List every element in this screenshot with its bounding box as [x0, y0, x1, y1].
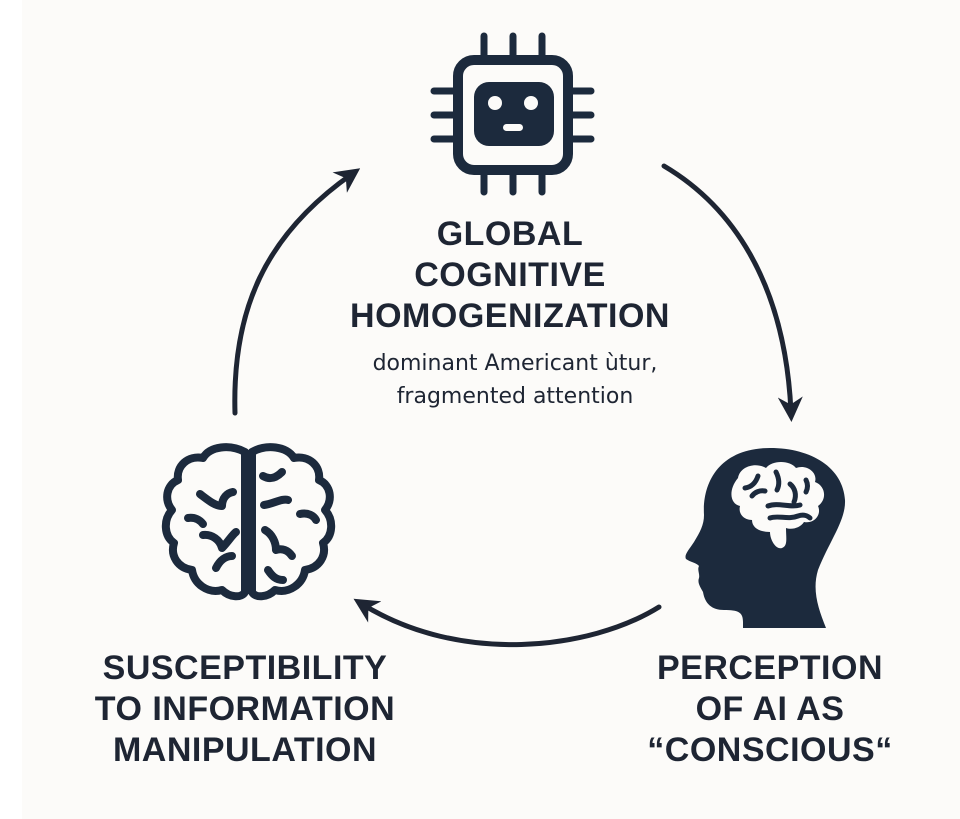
node-title-line: GLOBAL	[436, 215, 584, 253]
brain-icon	[161, 443, 336, 601]
node-subtitle-line: fragmented attention	[396, 384, 634, 409]
node-title-line: COGNITIVE	[414, 256, 606, 294]
head-with-brain-icon	[685, 448, 846, 628]
node-title-perception-of-ai-as-conscious: PERCEPTION OF AI AS “CONSCIOUS“	[620, 648, 920, 771]
node-title-line: MANIPULATION	[112, 731, 378, 769]
node-title-line: OF AI AS	[695, 690, 845, 728]
node-title-line: HOMOGENIZATION	[350, 297, 670, 335]
node-subtitle-line: dominant Americant ùtur,	[372, 351, 658, 376]
node-title-global-cognitive-homogenization: GLOBAL COGNITIVE HOMOGENIZATION	[300, 214, 720, 337]
node-subtitle-global-cognitive-homogenization: dominant Americant ùtur, fragmented atte…	[330, 347, 700, 413]
ai-chip-robot-icon	[430, 32, 595, 196]
node-title-line: TO INFORMATION	[94, 690, 396, 728]
arrow-top-to-right	[661, 163, 803, 422]
node-title-line: “CONSCIOUS“	[647, 731, 893, 769]
left-margin-strip	[0, 0, 22, 819]
node-title-susceptibility-to-information-manipulation: SUSCEPTIBILITY TO INFORMATION MANIPULATI…	[60, 648, 430, 771]
arrow-left-to-top	[232, 168, 361, 416]
arrow-right-to-left	[353, 598, 662, 648]
node-title-line: PERCEPTION	[656, 649, 884, 687]
node-title-line: SUSCEPTIBILITY	[102, 649, 388, 687]
